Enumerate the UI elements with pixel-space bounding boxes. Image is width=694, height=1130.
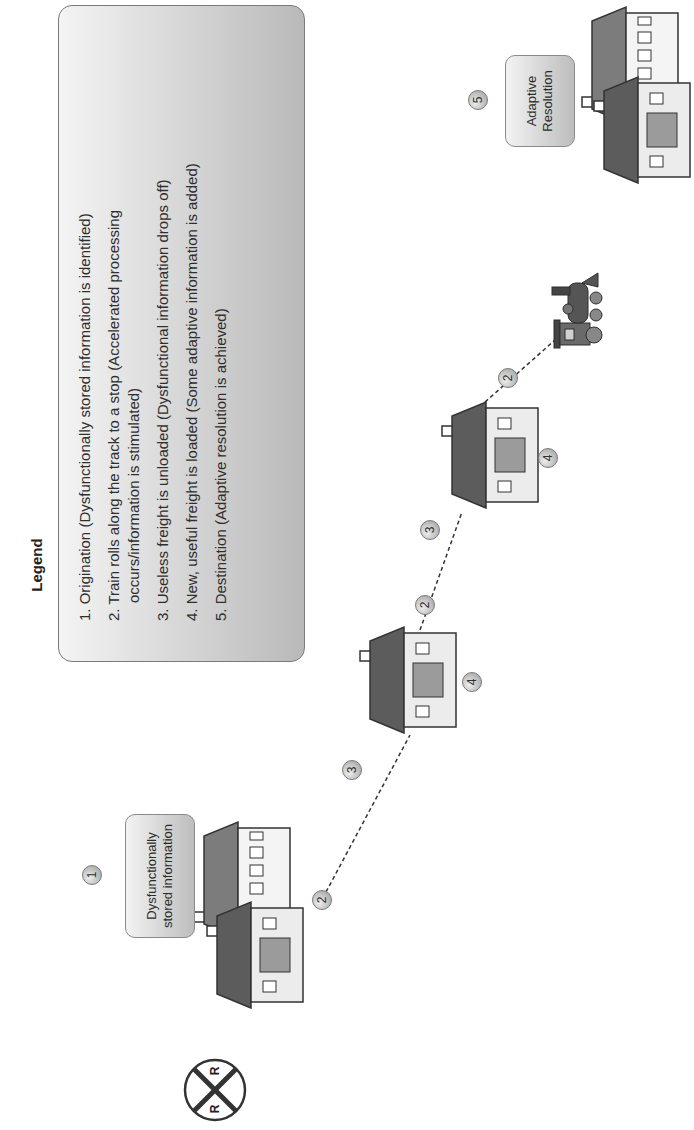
legend-entry: 1. Origination (Dysfunctionally stored i…	[75, 101, 95, 621]
track-segment	[485, 340, 555, 402]
track	[326, 340, 555, 892]
wheel	[590, 292, 602, 304]
callout-number: 3	[342, 760, 362, 780]
wheel	[586, 327, 602, 343]
wheel	[590, 309, 602, 321]
callout-number: 5	[468, 90, 488, 110]
cab-window	[565, 329, 574, 340]
smokestack	[552, 287, 570, 295]
legend-entry: 5. Destination (Adaptive resolution is a…	[211, 101, 231, 621]
legend-text: 1. Origination (Dysfunctionally stored i…	[76, 213, 93, 621]
legend-title: Legend	[28, 538, 45, 591]
callout-number: 4	[538, 448, 558, 468]
callout-number: 2	[312, 890, 332, 910]
label-box: Adaptive Resolution	[505, 55, 575, 147]
callout-number: 2	[415, 595, 435, 615]
station-house	[360, 627, 456, 733]
label-box: Dysfunctionally stored information	[125, 814, 195, 938]
dome	[563, 304, 573, 314]
callout-number: 3	[420, 520, 440, 540]
legend-text: 3. Useless freight is unloaded (Dysfunct…	[154, 179, 171, 621]
box-text: Adaptive Resolution	[524, 60, 556, 142]
callout-number: 4	[462, 672, 482, 692]
legend-box: 1. Origination (Dysfunctionally stored i…	[58, 5, 305, 662]
boiler	[568, 283, 588, 323]
callout-number: 1	[82, 865, 102, 885]
legend-text: 2. Train rolls along the track to a stop…	[105, 210, 142, 621]
cab-roof	[554, 320, 560, 348]
legend-entry: 2. Train rolls along the track to a stop…	[104, 101, 144, 621]
locomotive	[552, 273, 602, 348]
station-house	[594, 77, 690, 183]
legend-list: 1. Origination (Dysfunctionally stored i…	[75, 101, 231, 621]
railroad-crossing-sign	[185, 1060, 245, 1120]
station-house	[207, 902, 303, 1008]
station-house	[442, 402, 538, 508]
cab	[560, 323, 590, 345]
legend-text: 5. Destination (Adaptive resolution is a…	[212, 308, 229, 621]
cowcatcher	[582, 273, 598, 287]
crossing-letter: R	[208, 1105, 222, 1114]
box-text: Dysfunctionally stored information	[144, 819, 176, 933]
legend-entry: 4. New, useful freight is loaded (Some a…	[182, 101, 202, 621]
callout-number: 2	[498, 368, 518, 388]
legend-entry: 3. Useless freight is unloaded (Dysfunct…	[153, 101, 173, 621]
legend-text: 4. New, useful freight is loaded (Some a…	[183, 163, 200, 621]
track-segment	[326, 735, 410, 892]
crossing-letter: R	[208, 1067, 222, 1076]
sign-disc	[185, 1060, 245, 1120]
